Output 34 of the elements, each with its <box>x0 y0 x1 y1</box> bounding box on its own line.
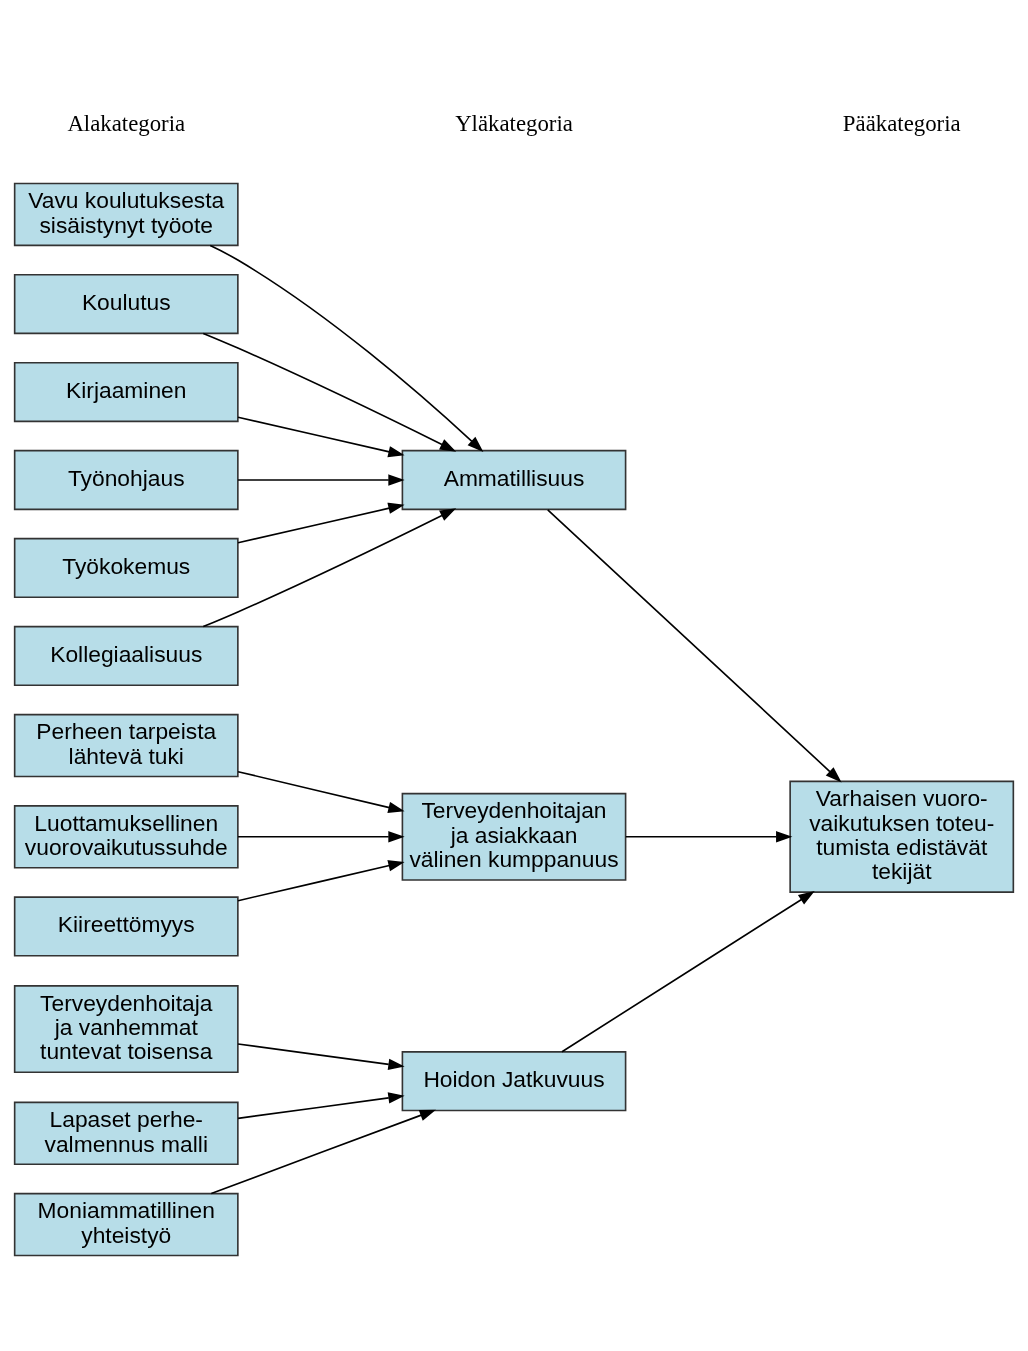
node-box: Perheen tarpeista lähtevä tuki <box>13 713 239 778</box>
node-box: Lapaset perhe- valmennus malli <box>13 1101 239 1166</box>
arrow <box>237 831 405 843</box>
arrow <box>237 474 405 486</box>
node-box: Kollegiaalisuus <box>13 625 239 687</box>
node-box: Terveydenhoitajan ja asiakkaan välinen kumppanuus <box>401 792 627 881</box>
label: Pääkategoria <box>842 110 961 136</box>
arrow <box>202 332 457 452</box>
node-box: Koulutus <box>13 273 239 335</box>
arrow <box>202 508 457 628</box>
arrow <box>237 502 405 544</box>
arrow <box>237 770 405 813</box>
node-box: Varhaisen vuoro- vaikutuksen toteu- tumista edistävät tekijät <box>789 780 1015 893</box>
node-box: Työnohjaus <box>13 449 239 511</box>
arrow <box>237 1092 405 1120</box>
arrow <box>209 244 484 453</box>
node-box: Hoidon Jatkuvuus <box>401 1051 627 1112</box>
node-box: Terveydenhoitaja ja vanhemmat tuntevat toisensa <box>13 985 239 1073</box>
node-box: Kiireettömyys <box>13 896 239 957</box>
arrow <box>237 1043 405 1070</box>
arrow <box>546 509 842 783</box>
arrow <box>237 860 405 902</box>
arrow <box>625 831 793 843</box>
node-box: Vavu koulutuksesta sisäistynyt työote <box>13 182 239 247</box>
label: Alakategoria <box>67 110 186 136</box>
arrow <box>237 416 405 458</box>
node-box: Luottamuksellinen vuorovaikutussuhde <box>13 805 239 869</box>
node-box: Työkokemus <box>13 537 239 599</box>
node-box: Ammatillisuus <box>401 449 627 511</box>
arrow <box>210 1109 436 1195</box>
node-box: Kirjaaminen <box>13 361 239 423</box>
arrow <box>561 891 815 1053</box>
node-box: Moniammatillinen yhteistyö <box>13 1192 239 1257</box>
label: Yläkategoria <box>455 110 573 136</box>
